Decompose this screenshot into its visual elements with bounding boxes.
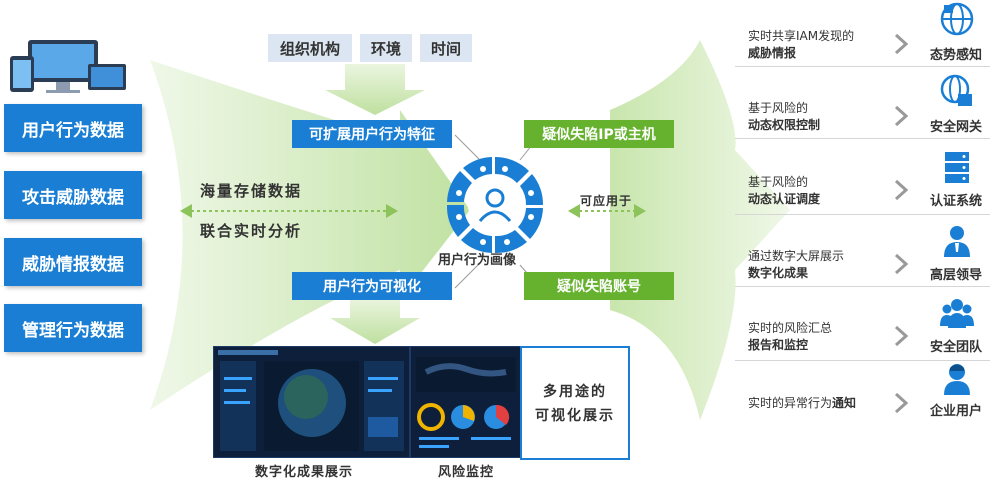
output-row-label: 安全网关 [929, 120, 982, 135]
output-row-line1: 基于风险的 [748, 101, 809, 115]
source-attack-threat: 攻击威胁数据 [4, 171, 142, 219]
multi-use-box: 多用途的 可视化展示 [520, 346, 630, 460]
digital-dashboard-graphic [218, 350, 404, 451]
source-user-behavior: 用户行为数据 [4, 104, 142, 152]
output-row-line2: 动态权限控制 [748, 118, 821, 132]
output-row-line1: 基于风险的 [748, 175, 809, 189]
output-row-line1: 实时共享IAM发现的 [748, 29, 855, 43]
source-threat-intel: 威胁情报数据 [4, 238, 142, 286]
multi-use-line2: 可视化展示 [535, 408, 615, 424]
visual-flow-arrow [330, 298, 420, 344]
suspect-account-label: 疑似失陷账号 [524, 272, 674, 300]
context-environment: 环境 [360, 34, 412, 62]
storage-text: 海量存储数据 [200, 182, 303, 200]
chevron-right-icon [894, 392, 908, 414]
gateway-icon [940, 74, 972, 106]
context-time: 时间 [420, 34, 472, 62]
row-divider [735, 214, 990, 215]
chevron-right-icon [894, 179, 908, 201]
output-row-line2: 数字化成果 [748, 266, 809, 280]
row-divider [735, 360, 990, 361]
globe-lock-icon [940, 2, 974, 36]
source-management-behavior: 管理行为数据 [4, 304, 142, 352]
chevron-right-icon [894, 33, 908, 55]
analysis-text: 联合实时分析 [200, 222, 303, 240]
output-row-label: 态势感知 [929, 48, 982, 63]
row-divider [735, 66, 990, 67]
output-row-label: 安全团队 [929, 340, 982, 355]
output-row-line2: 动态认证调度 [748, 192, 821, 206]
suspect-host-label: 疑似失陷IP或主机 [524, 120, 674, 148]
user-profile-ring [446, 156, 544, 254]
caption-risk-monitor: 风险监控 [438, 465, 495, 480]
center-label: 用户行为画像 [438, 253, 517, 268]
risk-monitor-panel [410, 346, 522, 458]
team-icon [940, 299, 974, 328]
output-flow-arrow [610, 40, 790, 420]
output-row-line1: 实时的异常行为 [748, 396, 833, 410]
row-divider [735, 286, 990, 287]
output-row-line2: 通知 [832, 396, 857, 410]
digital-dashboard-panel [213, 346, 410, 458]
context-organization: 组织机构 [268, 34, 352, 62]
devices-illustration [10, 40, 126, 93]
user-icon [944, 364, 970, 395]
output-row-label: 企业用户 [929, 404, 982, 419]
context-flow-arrow [325, 64, 425, 115]
server-icon [945, 152, 969, 183]
output-row-line2: 报告和监控 [748, 338, 809, 352]
leader-icon [944, 226, 970, 257]
row-divider [735, 138, 990, 139]
extensible-features-label: 可扩展用户行为特征 [292, 120, 452, 148]
behavior-visualization-label: 用户行为可视化 [292, 272, 452, 300]
output-row-label: 认证系统 [929, 194, 982, 209]
output-row-line1: 实时的风险汇总 [748, 321, 833, 335]
output-row-line1: 通过数字大屏展示 [748, 249, 845, 263]
output-row-label: 高层领导 [929, 268, 982, 283]
output-row-line2: 威胁情报 [748, 46, 797, 60]
caption-digital-results: 数字化成果展示 [255, 465, 354, 480]
applicable-text: 可应用于 [580, 194, 633, 208]
risk-monitor-graphic [416, 357, 516, 448]
multi-use-line1: 多用途的 [543, 384, 607, 400]
chevron-right-icon [894, 105, 908, 127]
chevron-right-icon [894, 253, 908, 275]
chevron-right-icon [894, 325, 908, 347]
